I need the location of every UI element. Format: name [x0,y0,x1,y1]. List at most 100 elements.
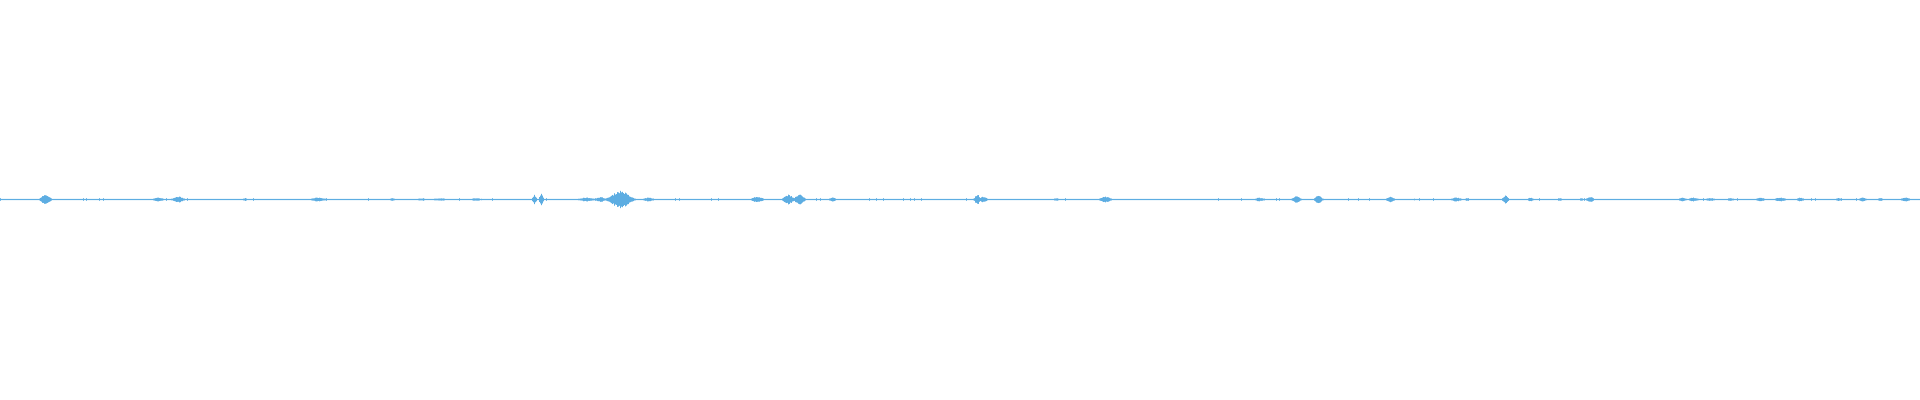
waveform-sample [790,196,791,203]
waveform-sample [974,198,975,201]
waveform-sample [1105,196,1106,203]
waveform-sample [546,198,547,201]
waveform-sample [187,198,188,201]
waveform-sample [1279,198,1280,201]
waveform-sample [584,197,585,202]
waveform-sample [599,197,600,202]
waveform-sample [760,197,761,202]
waveform-sample [1909,198,1910,201]
waveform-sample [1258,197,1259,202]
waveform-sample [1589,197,1590,202]
waveform-sample [1218,198,1219,201]
waveform-sample [1728,198,1729,201]
waveform-sample [653,198,654,201]
waveform-sample [792,197,793,202]
waveform-sample [612,194,613,205]
waveform-sample [473,198,474,201]
waveform-sample [596,198,597,201]
waveform-sample [313,198,314,201]
waveform-sample [1100,198,1101,201]
waveform-sample [1320,196,1321,203]
waveform-sample [627,194,628,205]
waveform-sample [619,193,620,206]
waveform-sample [1531,197,1532,202]
waveform-sample [1763,198,1764,201]
waveform-sample [615,194,616,205]
waveform-sample [1839,198,1840,201]
waveform-sample [43,196,44,203]
waveform-sample [977,195,978,204]
waveform-sample [783,197,784,202]
waveform-sample [246,198,247,201]
waveform-sample [1780,197,1781,202]
waveform-sample [422,198,423,201]
waveform-sample [1592,197,1593,202]
waveform-sample [1882,198,1883,201]
waveform-sample [983,197,984,202]
waveform-sample [793,197,794,202]
waveform-sample [1905,197,1906,202]
waveform-sample [1451,198,1452,201]
waveform-sample [1295,196,1296,203]
waveform-sample [833,197,834,202]
waveform-sample [173,198,174,201]
waveform-sample [1507,197,1508,202]
waveform-sample [1588,197,1589,202]
waveform-sample [1257,197,1258,202]
waveform-sample [1457,198,1458,201]
waveform-sample [420,198,421,201]
waveform-sample [1859,198,1860,201]
waveform-sample [614,193,615,206]
waveform-sample [757,197,758,202]
waveform-sample [601,197,602,202]
waveform-sample [611,195,612,204]
waveform-sample [1099,198,1100,201]
waveform-sample [1762,198,1763,201]
waveform-sample [1782,198,1783,201]
waveform-sample [973,198,974,201]
waveform-sample [978,195,979,204]
waveform-sample [1811,198,1812,201]
waveform-sample [161,198,162,201]
waveform-sample [1836,198,1837,201]
waveform-sample [444,198,445,201]
waveform-sample [1299,197,1300,202]
waveform-sample [784,196,785,203]
waveform-sample [798,195,799,204]
waveform-sample [800,194,801,205]
waveform-sample [1300,198,1301,201]
waveform-sample [621,192,622,207]
waveform-sample [1803,198,1804,201]
waveform-sample [796,196,797,203]
waveform-sample [832,197,833,202]
waveform-sample [392,198,393,201]
waveform-sample [1260,198,1261,201]
waveform-sample [976,196,977,203]
waveform-sample [1319,196,1320,203]
waveform-sample [755,197,756,202]
waveform-sample [440,198,441,201]
waveform-sample [646,198,647,201]
waveform-sample [533,196,534,203]
waveform-sample [579,198,580,201]
waveform-sample [40,197,41,202]
waveform-sample [1503,197,1504,202]
waveform-sample [1109,197,1110,202]
waveform-sample [626,193,627,206]
waveform-sample [598,197,599,202]
waveform-sample [1558,198,1559,201]
waveform-sample [643,198,644,201]
waveform-sample [539,196,540,203]
waveform-sample [591,198,592,201]
waveform-sample [1505,195,1506,204]
waveform-sample [1058,198,1059,201]
waveform-sample [86,198,87,201]
waveform-sample [592,198,593,201]
waveform-sample [1318,195,1319,204]
waveform-sample [1392,197,1393,202]
waveform-sample [171,198,172,201]
waveform-sample [1317,196,1318,203]
waveform-sample [616,194,617,205]
waveform-sample [423,198,424,201]
